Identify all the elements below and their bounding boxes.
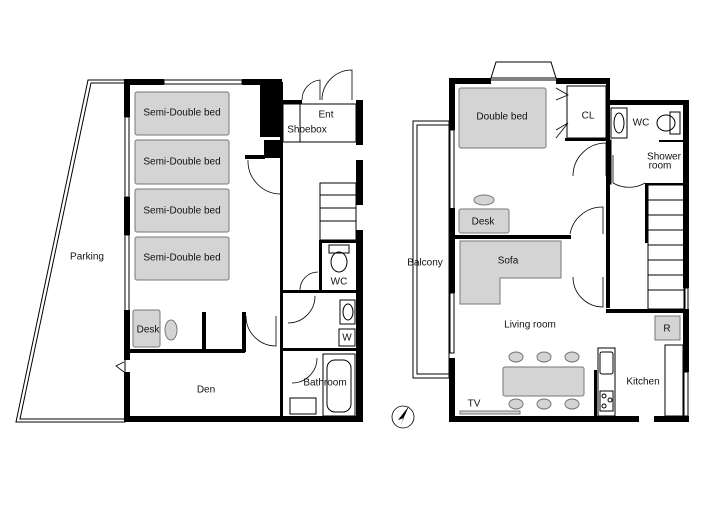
desk bbox=[132, 309, 161, 348]
entrance-label: Ent bbox=[318, 110, 333, 121]
parking-label: Parking bbox=[70, 252, 104, 263]
semi-double-beds: Semi-Double bed Semi-Double bed Semi-Dou… bbox=[134, 91, 230, 281]
wc-label: WC bbox=[633, 118, 650, 129]
floor-2-doors bbox=[555, 87, 646, 308]
stairs-2 bbox=[647, 184, 686, 310]
bed-4 bbox=[134, 236, 230, 281]
tv-label: TV bbox=[468, 399, 481, 410]
kitchen-counter bbox=[597, 344, 684, 417]
refrigerator bbox=[654, 315, 681, 341]
floor-1-walls bbox=[124, 79, 363, 422]
chair bbox=[508, 351, 524, 363]
shower-room-label-1: Shower bbox=[647, 152, 682, 163]
sink-icon bbox=[599, 351, 614, 375]
bathroom-label: Bathroom bbox=[303, 378, 346, 389]
floor-1-doors bbox=[115, 69, 353, 384]
bed-label: Semi-Double bed bbox=[143, 157, 220, 168]
wc-label: WC bbox=[331, 277, 348, 288]
bed-2 bbox=[134, 139, 230, 185]
tv bbox=[459, 410, 521, 415]
double-bed bbox=[458, 87, 547, 149]
chair bbox=[564, 398, 580, 410]
balcony-label: Balcony bbox=[407, 258, 443, 269]
chair bbox=[564, 351, 580, 363]
sink-icon bbox=[339, 299, 356, 325]
closet bbox=[566, 85, 607, 139]
desk bbox=[458, 208, 510, 234]
washer-label: W bbox=[342, 333, 352, 344]
bed-label: Semi-Double bed bbox=[143, 108, 220, 119]
washer bbox=[338, 328, 356, 347]
dining-table bbox=[502, 366, 585, 397]
chair bbox=[508, 398, 524, 410]
balcony: Balcony bbox=[407, 120, 450, 379]
shoebox-label: Shoebox bbox=[287, 125, 326, 136]
chair bbox=[536, 398, 552, 410]
desk-label: Desk bbox=[137, 325, 161, 336]
desk-label: Desk bbox=[472, 217, 496, 228]
closet-label: CL bbox=[582, 111, 595, 122]
north-arrow-icon bbox=[391, 405, 415, 429]
sofa bbox=[459, 240, 562, 305]
living-room-label: Living room bbox=[504, 320, 556, 331]
refrigerator-label: R bbox=[663, 324, 670, 335]
bed-3 bbox=[134, 188, 230, 233]
chair bbox=[164, 319, 178, 341]
floor-2-walls bbox=[449, 61, 689, 422]
bed-1 bbox=[134, 91, 230, 136]
kitchen-label: Kitchen bbox=[626, 377, 659, 388]
floor-1: Parking bbox=[15, 69, 363, 423]
double-bed-label: Double bed bbox=[476, 112, 527, 123]
parking-area: Parking bbox=[15, 79, 126, 423]
toilet-icon bbox=[328, 244, 350, 273]
floor-2: Balcony bbox=[407, 61, 689, 422]
dining-set bbox=[502, 351, 585, 410]
den-label: Den bbox=[197, 385, 215, 396]
vanity bbox=[289, 397, 317, 415]
bed-label: Semi-Double bed bbox=[143, 253, 220, 264]
shower-room-label-2: room bbox=[649, 161, 672, 172]
bed-label: Semi-Double bed bbox=[143, 206, 220, 217]
chair bbox=[536, 351, 552, 363]
chair bbox=[473, 194, 495, 206]
bathtub-icon bbox=[322, 353, 356, 417]
toilet-icon bbox=[610, 107, 681, 139]
stove-icon bbox=[599, 390, 614, 412]
sofa-label: Sofa bbox=[498, 256, 519, 267]
